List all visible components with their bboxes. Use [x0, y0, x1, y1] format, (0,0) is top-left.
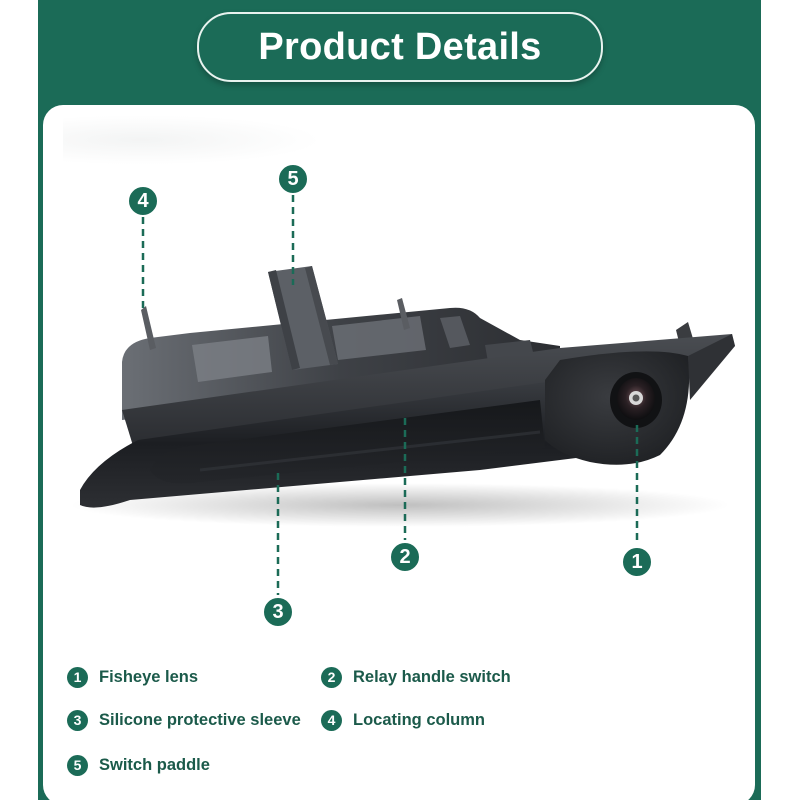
legend-number-badge: 3 [67, 709, 88, 731]
legend-number-badge: 2 [321, 666, 342, 688]
callout-number: 2 [399, 545, 411, 568]
page-title: Product Details [258, 25, 542, 68]
callout-number: 3 [272, 600, 284, 623]
legend-item-relay-handle-switch: 2 Relay handle switch [321, 666, 511, 688]
callout-number: 1 [631, 550, 643, 573]
legend-number-badge: 1 [67, 666, 88, 688]
callout-number: 4 [137, 189, 149, 212]
callout-marker-4: 4 [128, 186, 158, 216]
callout-number: 5 [287, 167, 299, 190]
callout-marker-1: 1 [622, 547, 652, 577]
legend-item-locating-column: 4 Locating column [321, 709, 485, 731]
legend-item-silicone-protective-sleeve: 3 Silicone protective sleeve [67, 709, 301, 731]
legend-item-switch-paddle: 5 Switch paddle [67, 754, 210, 776]
legend-label: Silicone protective sleeve [99, 710, 301, 729]
legend-number-badge: 5 [67, 754, 88, 776]
legend-label: Fisheye lens [99, 667, 199, 686]
callout-marker-2: 2 [390, 542, 420, 572]
title-pill: Product Details [197, 12, 603, 82]
legend-number-badge: 4 [321, 709, 342, 731]
background-haze [63, 115, 323, 165]
legend-label: Locating column [353, 710, 485, 729]
legend-label: Switch paddle [99, 755, 210, 774]
callout-marker-5: 5 [278, 164, 308, 194]
callout-marker-3: 3 [263, 597, 293, 627]
legend-label: Relay handle switch [353, 667, 511, 686]
legend-item-fisheye-lens: 1 Fisheye lens [67, 666, 198, 688]
